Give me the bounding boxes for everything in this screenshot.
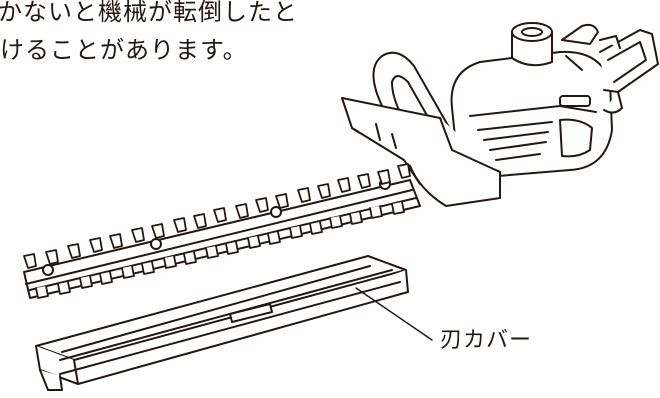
instruction-text-line-2: けることがあります。: [0, 36, 248, 64]
blade-teeth-upper: [23, 163, 411, 269]
callout-leader-line: [355, 287, 433, 341]
engine-unit: [450, 50, 613, 177]
blade-cover: [35, 255, 409, 391]
rear-handle: [599, 29, 659, 114]
instruction-text-line-1: かないと機械が転倒したと: [0, 0, 298, 26]
fuel-cap: [511, 22, 553, 67]
starter-knob: [561, 23, 599, 71]
blade-teeth-lower: [35, 201, 405, 299]
blade-cover-callout-label: 刃カバー: [440, 328, 533, 353]
